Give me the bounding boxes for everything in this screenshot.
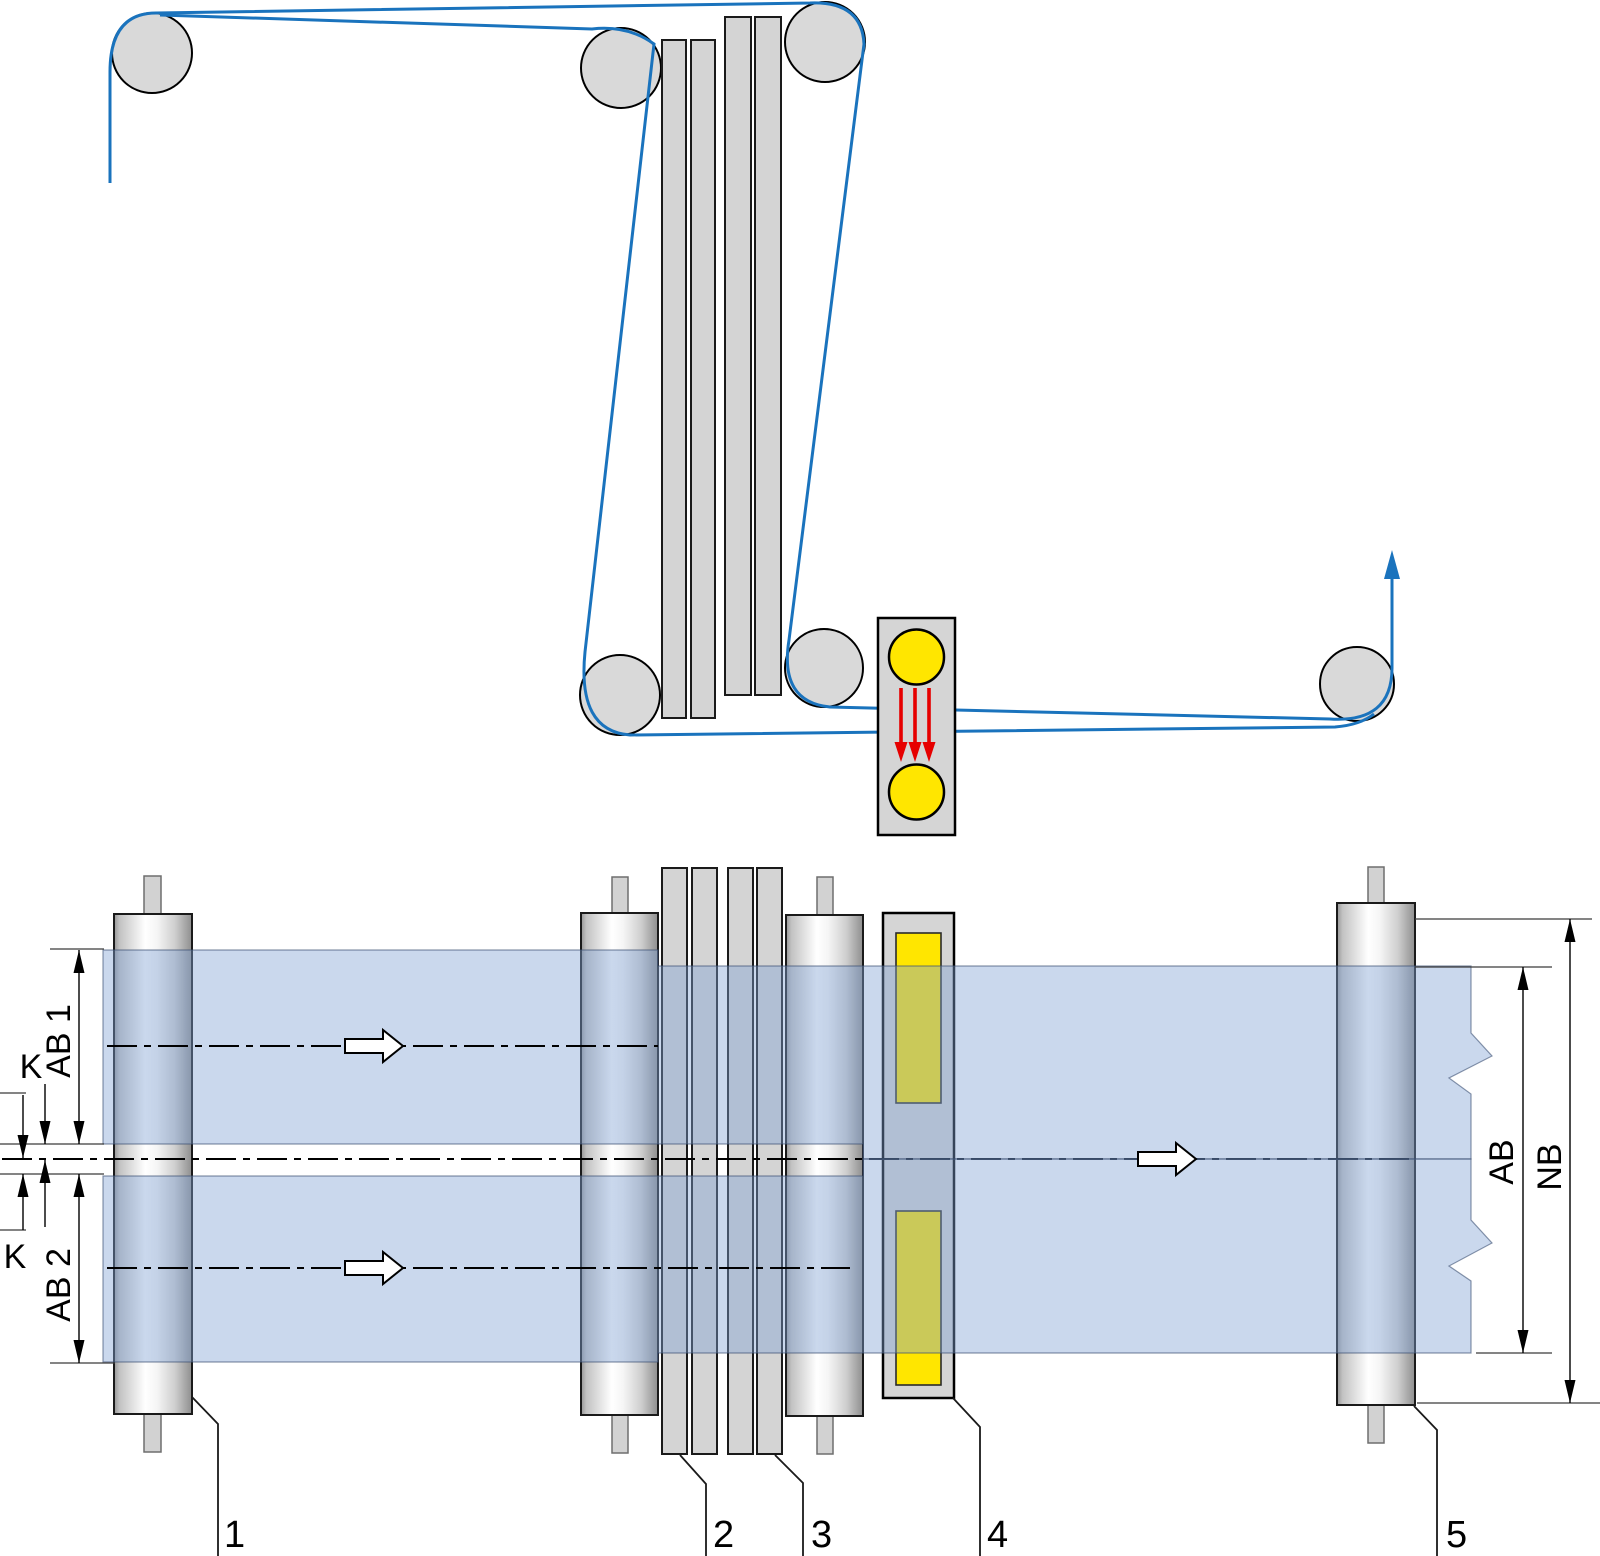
callout-1: 1 — [224, 1514, 245, 1556]
web-direction-arrow-icon — [1384, 550, 1400, 579]
label-ab1: AB 1 — [40, 1004, 78, 1078]
dimensions-right: AB NB — [1415, 918, 1600, 1404]
roller-lower-mid-right — [784, 628, 864, 708]
heater-roll-top — [887, 628, 946, 686]
label-k-upper: K — [20, 1048, 43, 1086]
flow-arrow-web2-icon — [344, 1249, 405, 1287]
web-path-upper-strand — [108, 1, 1394, 721]
callout-5: 5 — [1446, 1514, 1467, 1556]
part-callouts: 1 2 3 4 5 — [191, 1396, 1467, 1556]
top-view: AB 1 K K AB 2 — [0, 866, 1600, 1556]
turner-bar-plan-4 — [756, 867, 783, 1455]
turner-bar-3 — [724, 16, 752, 696]
web-band-lower — [102, 1158, 1493, 1363]
welding-station-plan — [881, 911, 956, 1400]
heat-arrows-icon — [894, 688, 936, 762]
callout-4: 4 — [987, 1514, 1008, 1556]
roller-5-assembly — [1336, 866, 1416, 1444]
turner-bar-plan-2 — [691, 867, 718, 1455]
roller-lower-mid-left — [579, 654, 661, 736]
web-path-lower-strand — [159, 13, 1375, 737]
turner-bar-1 — [661, 39, 687, 719]
roller-2-assembly — [580, 876, 659, 1454]
turner-bar-2 — [690, 39, 716, 719]
dimensions-left: AB 1 K K AB 2 — [0, 948, 115, 1364]
side-view — [108, 1, 1400, 837]
heater-roll-bottom — [887, 763, 946, 821]
turner-bar-4 — [754, 16, 782, 696]
callout-3: 3 — [811, 1514, 832, 1556]
label-k-lower: K — [4, 1238, 27, 1276]
roller-1-assembly — [113, 875, 193, 1453]
turner-bar-plan-1 — [661, 867, 688, 1455]
roller-3-assembly — [785, 876, 864, 1455]
flow-arrow-outfeed-icon — [1137, 1140, 1198, 1178]
label-nb: NB — [1531, 1143, 1569, 1190]
callout-2: 2 — [713, 1514, 734, 1556]
label-ab2: AB 2 — [40, 1248, 78, 1322]
roller-outfeed — [1319, 646, 1395, 722]
label-ab: AB — [1483, 1139, 1521, 1184]
web-band-upper — [102, 949, 1493, 1160]
flow-arrow-web1-icon — [344, 1027, 405, 1065]
turner-bar-plan-3 — [727, 867, 754, 1455]
